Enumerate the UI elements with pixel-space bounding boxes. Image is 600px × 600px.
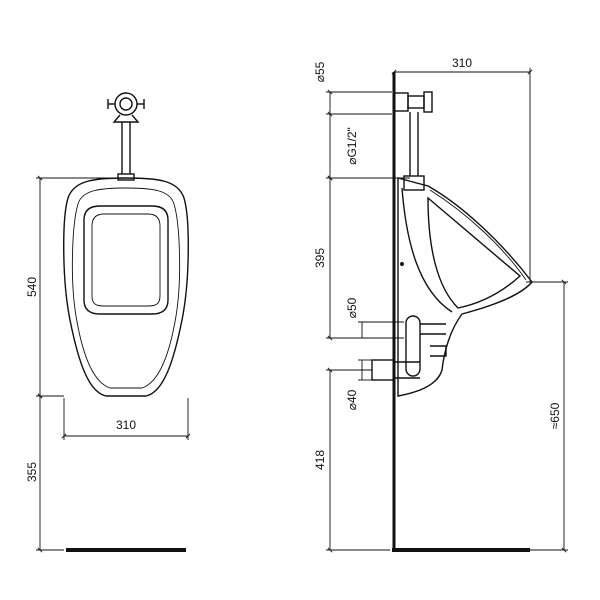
drain-height-dimension: 418 bbox=[313, 367, 390, 553]
supply-pipe bbox=[117, 122, 135, 181]
flush-valve-icon bbox=[107, 92, 145, 123]
outlet-diameter-dimension: ⌀50 bbox=[345, 297, 404, 338]
side-view: 310 bbox=[313, 56, 568, 553]
width-label: 310 bbox=[116, 418, 136, 432]
front-view: 540 310 355 bbox=[25, 92, 191, 553]
urinal-side-body bbox=[397, 177, 533, 397]
outlet-spigot bbox=[405, 315, 447, 377]
drain-pipe bbox=[371, 359, 420, 381]
urinal-front-body bbox=[63, 177, 189, 397]
flush-valve-side-icon bbox=[393, 91, 433, 191]
inlet-to-outlet-dimension: 395 bbox=[313, 175, 404, 341]
inlet-diameter-dimension: ⌀55 bbox=[313, 61, 392, 117]
height-dimension: 540 bbox=[25, 175, 120, 399]
rim-height-label: ≈650 bbox=[548, 402, 562, 429]
drain-height-label: 418 bbox=[313, 450, 327, 470]
inlet-to-outlet-label: 395 bbox=[313, 248, 327, 268]
width-dimension: 310 bbox=[61, 398, 191, 440]
inlet-diameter-label: ⌀55 bbox=[313, 61, 327, 82]
rim-height-dimension: ≈650 bbox=[526, 279, 568, 553]
inlet-thread-label: ⌀G1/2" bbox=[345, 127, 359, 165]
height-label: 540 bbox=[25, 277, 39, 297]
depth-label: 310 bbox=[452, 56, 472, 70]
drain-diameter-dimension: ⌀40 bbox=[345, 359, 372, 410]
outlet-diameter-label: ⌀50 bbox=[345, 297, 359, 318]
drain-diameter-label: ⌀40 bbox=[345, 389, 359, 410]
floor-clearance-dimension: 355 bbox=[25, 393, 64, 553]
inlet-thread-dimension: ⌀G1/2" bbox=[326, 114, 410, 181]
depth-dimension: 310 bbox=[391, 56, 533, 282]
floor-clearance-label: 355 bbox=[25, 462, 39, 482]
